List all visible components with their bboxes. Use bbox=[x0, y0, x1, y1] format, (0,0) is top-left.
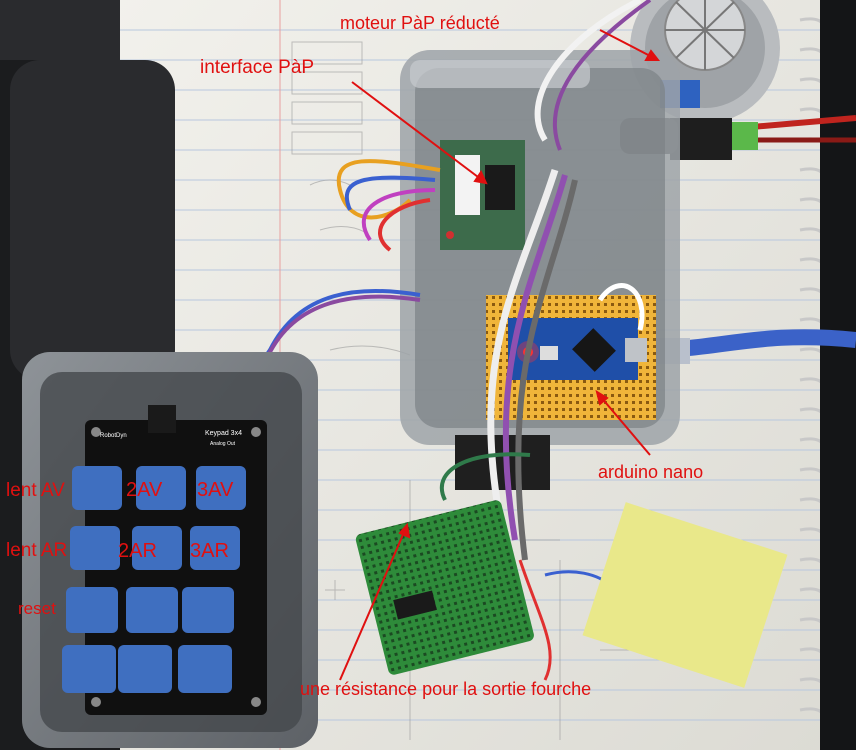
ribbon-wires bbox=[204, 0, 652, 681]
keypad-mat bbox=[10, 60, 175, 380]
label-key-slow-forward: lent AV bbox=[6, 480, 65, 501]
label-motor: moteur PàP réducté bbox=[340, 13, 500, 33]
label-key-2-back: 2AR bbox=[118, 540, 157, 562]
label-key-slow-back: lent AR bbox=[6, 540, 67, 561]
keypad-key[interactable] bbox=[178, 645, 232, 693]
label-key-reset: reset bbox=[18, 599, 56, 618]
keypad-key[interactable] bbox=[182, 587, 234, 633]
keypad-subtitle: Analog Out bbox=[210, 441, 236, 447]
keypad-key[interactable] bbox=[132, 526, 182, 570]
keypad-keys bbox=[62, 466, 246, 693]
label-interface: interface PàP bbox=[200, 57, 314, 78]
label-key-3-back: 3AR bbox=[190, 540, 229, 562]
stepper-driver-board bbox=[440, 140, 525, 250]
label-resistor: une résistance pour la sortie fourche bbox=[300, 679, 591, 699]
keypad-key[interactable] bbox=[118, 645, 172, 693]
keypad-key[interactable] bbox=[72, 466, 122, 510]
keypad-key[interactable] bbox=[126, 587, 178, 633]
label-arduino: arduino nano bbox=[598, 462, 703, 482]
keypad-key[interactable] bbox=[62, 645, 116, 693]
keypad-key[interactable] bbox=[70, 526, 120, 570]
keypad-key[interactable] bbox=[136, 466, 186, 510]
label-key-2-forward: 2AV bbox=[126, 479, 163, 501]
keypad-key[interactable] bbox=[190, 526, 240, 570]
sticky-note bbox=[582, 502, 788, 688]
annotation-arrows bbox=[339, 29, 661, 681]
keypad-key[interactable] bbox=[66, 587, 118, 633]
keypad-brand: RobotDyn bbox=[100, 433, 127, 439]
small-breadboard bbox=[355, 500, 534, 675]
keypad-key[interactable] bbox=[196, 466, 246, 510]
label-key-3-forward: 3AV bbox=[197, 479, 234, 501]
keypad-model: Keypad 3x4 bbox=[205, 430, 242, 437]
